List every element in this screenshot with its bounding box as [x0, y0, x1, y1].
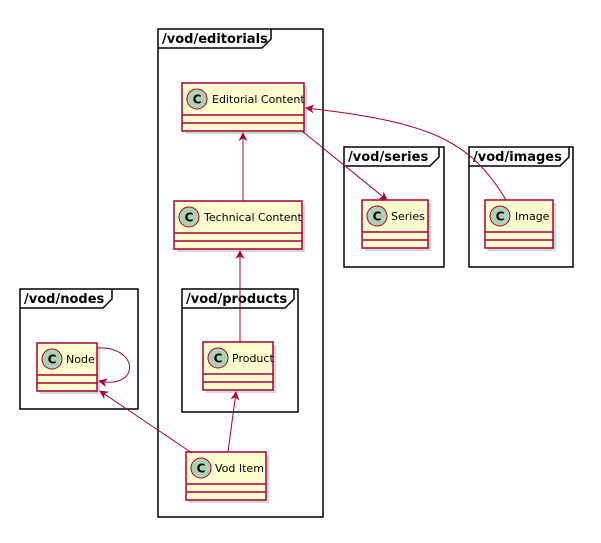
package-title: /vod/products: [186, 292, 287, 307]
class-name: Editorial Content: [212, 93, 305, 106]
class-name: Image: [515, 210, 550, 223]
relation-editorial-to-series: [301, 130, 388, 201]
relation-node-self: [96, 347, 130, 388]
class-stereotype-icon: [186, 88, 208, 110]
class-stereotype-icon: [41, 348, 63, 370]
class-stereotype-letter: C: [373, 210, 382, 224]
relation-voditem-to-node: [99, 390, 193, 454]
class-stereotype-letter: C: [197, 462, 206, 476]
class-stereotype-letter: C: [214, 352, 223, 366]
package-title: /vod/editorials: [162, 32, 268, 47]
class-name: Series: [391, 210, 425, 223]
relations: [96, 104, 507, 454]
relation-voditem-to-product: [227, 391, 240, 453]
package-title: /vod/images: [473, 150, 562, 165]
class-vod-item: C Vod Item: [185, 451, 269, 503]
class-stereotype-icon: [489, 205, 511, 227]
package-title: /vod/nodes: [24, 292, 105, 307]
class-name: Product: [232, 352, 274, 365]
class-stereotype-letter: C: [48, 353, 57, 367]
class-stereotype-icon: [207, 347, 229, 369]
class-technical-content: C Technical Content: [173, 200, 305, 252]
class-image: C Image: [484, 199, 556, 251]
class-series: C Series: [361, 199, 431, 251]
class-name: Node: [66, 353, 95, 366]
class-editorial-content: C Editorial Content: [181, 82, 307, 134]
class-name: Vod Item: [215, 462, 264, 475]
class-stereotype-letter: C: [185, 211, 194, 225]
class-stereotype-letter: C: [193, 93, 202, 107]
class-stereotype-icon: [178, 206, 200, 228]
class-node: C Node: [36, 342, 100, 394]
relation-image-to-editorial: [305, 104, 507, 201]
class-stereotype-icon: [190, 457, 212, 479]
class-stereotype-icon: [366, 205, 388, 227]
package-title: /vod/series: [348, 150, 428, 165]
class-stereotype-letter: C: [496, 210, 505, 224]
class-name: Technical Content: [203, 211, 302, 224]
class-product: C Product: [202, 341, 276, 393]
